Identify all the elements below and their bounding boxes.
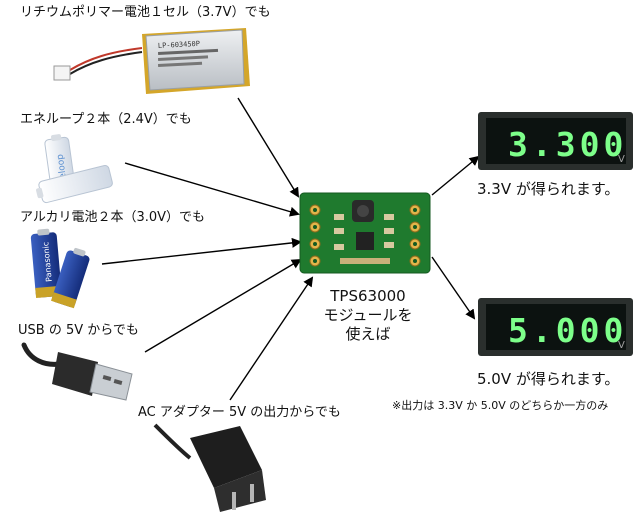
arrow-to-3v3: [431, 155, 480, 196]
alkaline-battery-image: Panasonic: [30, 228, 90, 309]
output-caption-3v3: 3.3V が得られます。: [477, 180, 620, 198]
source-label-eneloop: エネループ２本（2.4V）でも: [20, 112, 192, 127]
tps63000-module-image: [299, 192, 431, 274]
alkaline-brand-print: Panasonic: [41, 241, 53, 282]
arrow-ac: [229, 276, 314, 401]
output-note: ※出力は 3.3V か 5.0V のどちらか一方のみ: [392, 399, 609, 412]
source-label-usb: USB の 5V からでも: [18, 323, 139, 338]
source-label-ac: AC アダプター 5V の出力からでも: [138, 405, 341, 420]
ic-chip: [356, 232, 374, 250]
connector-icon: [53, 65, 71, 81]
module-label-line2: モジュールを: [323, 306, 413, 324]
display-unit-3v3: V: [618, 154, 625, 165]
arrow-eneloop: [124, 162, 300, 217]
voltmeter-display-5v: 5.000 V: [478, 298, 633, 356]
module-label-line3: 使えば: [345, 325, 391, 343]
arrow-to-5v: [431, 256, 476, 320]
lipo-battery-image: LP-603450P: [53, 28, 250, 94]
arrow-lipo: [237, 97, 300, 198]
eneloop-battery-image: eneloop: [36, 134, 113, 204]
display-unit-5v: V: [618, 340, 625, 351]
voltmeter-display-3v3: 3.300 V: [478, 112, 633, 170]
plug-prong: [232, 492, 236, 510]
module-label-name: TPS63000: [330, 287, 406, 305]
source-label-alkaline: アルカリ電池２本（3.0V）でも: [20, 210, 206, 225]
plug-prong: [250, 484, 254, 502]
lipo-print: LP-603450P: [158, 40, 201, 50]
arrow-usb: [144, 258, 302, 353]
source-label-lipo: リチウムポリマー電池１セル（3.7V）でも: [20, 5, 271, 20]
arrows: [101, 97, 480, 401]
output-caption-5v: 5.0V が得られます。: [477, 370, 620, 388]
ac-adapter-image: [153, 423, 266, 512]
display-readout-3v3: 3.300: [508, 125, 627, 164]
display-readout-5v: 5.000: [508, 311, 627, 350]
arrow-alkaline: [101, 237, 302, 265]
usb-cable-image: [21, 342, 133, 401]
